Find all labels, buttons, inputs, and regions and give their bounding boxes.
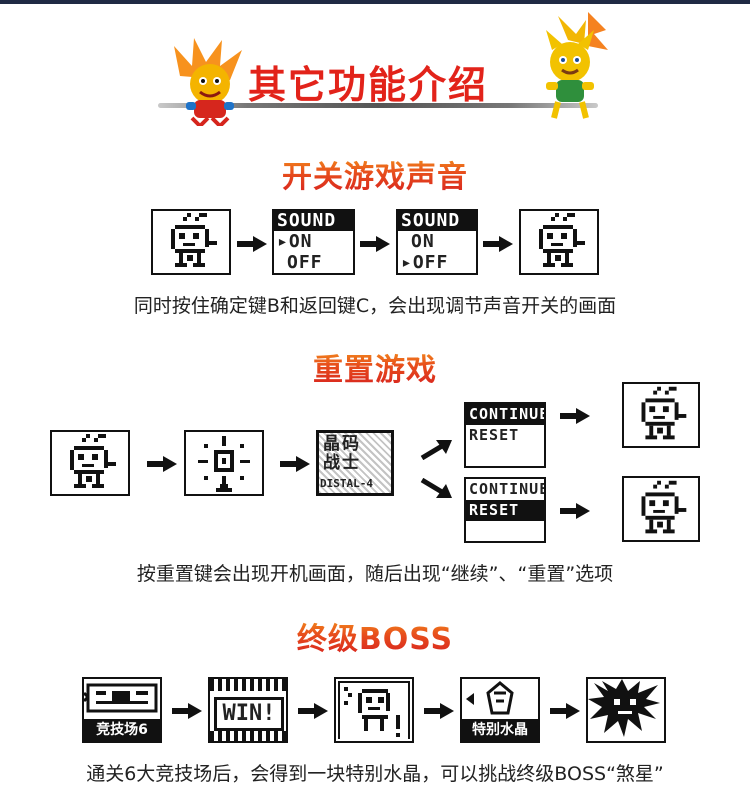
caption-sound: 同时按住确定键B和返回键C，会出现调节声音开关的画面 xyxy=(133,295,617,317)
option-continue-selected: CONTINUE xyxy=(466,404,544,425)
pet-sprite-icon xyxy=(641,386,687,440)
boot-burst-icon xyxy=(198,436,250,492)
fire-mascot-icon xyxy=(174,38,242,126)
pet-sprite-icon xyxy=(171,213,217,267)
arrow-down-right-icon xyxy=(420,478,452,498)
sound-option-on: ON xyxy=(411,231,435,252)
arrow-right-icon xyxy=(560,408,590,424)
arrow-right-icon xyxy=(560,503,590,519)
arrow-right-icon xyxy=(172,703,202,719)
crystal-icon xyxy=(466,681,514,715)
crystal-label: 特别水晶 xyxy=(462,719,538,741)
sound-menu-header: SOUND xyxy=(274,211,353,231)
section-title-sound: 开关游戏声音 xyxy=(0,152,750,196)
win-label: WIN! xyxy=(214,697,284,731)
screen-continue-selected: CONTINUE RESET xyxy=(464,402,546,468)
screen-pet-victory xyxy=(334,677,414,743)
screen-reset-selected: CONTINUE RESET xyxy=(464,477,546,543)
sound-option-on-selected: ▸ON xyxy=(277,231,313,252)
logo-title-line1: 晶码 xyxy=(323,434,361,454)
screen-game-logo: 晶码 战士 DISTAL-4 xyxy=(316,430,394,496)
screen-idle-pet-after xyxy=(519,209,599,275)
lightning-mascot-icon xyxy=(546,12,608,119)
arrow-right-icon xyxy=(237,236,267,252)
section-title-reset: 重置游戏 xyxy=(0,345,750,389)
top-rule xyxy=(0,0,750,4)
option-reset: RESET xyxy=(469,426,520,444)
arrow-right-icon xyxy=(147,456,177,472)
logo-model-label: DISTAL-4 xyxy=(320,477,373,490)
pet-sprite-icon xyxy=(539,213,585,267)
sound-menu-header: SOUND xyxy=(398,211,476,231)
pet-victory-icon xyxy=(338,681,410,739)
screen-reset-result xyxy=(622,476,700,542)
caption-boss: 通关6大竞技场后，会得到一块特别水晶，可以挑战终级BOSS“煞星” xyxy=(86,763,664,785)
screen-idle-pet xyxy=(151,209,231,275)
logo-title-line2: 战士 xyxy=(323,453,361,473)
screen-boss-shaxing xyxy=(586,677,666,743)
boss-sprite-icon xyxy=(588,679,660,737)
arena-icon xyxy=(84,683,158,713)
arrow-right-icon xyxy=(483,236,513,252)
screen-continue-result xyxy=(622,382,700,448)
screen-win: WIN! xyxy=(208,677,288,743)
option-continue: CONTINUE xyxy=(469,480,546,498)
arrow-right-icon xyxy=(360,236,390,252)
arrow-up-right-icon xyxy=(420,440,452,460)
pet-sprite-icon xyxy=(70,434,116,488)
screen-special-crystal: 特别水晶 xyxy=(460,677,540,743)
screen-sound-on: SOUND ▸ON OFF xyxy=(272,209,355,275)
screen-boot-burst xyxy=(184,430,264,496)
logo-pattern xyxy=(319,433,391,493)
win-bottom-pattern xyxy=(210,731,286,741)
caption-reset: 按重置键会出现开机画面，随后出现“继续”、“重置”选项 xyxy=(136,563,614,585)
section-title-boss: 终级BOSS xyxy=(0,614,750,658)
header-banner: 其它功能介绍 xyxy=(158,12,608,126)
arena-label: 竞技场6 xyxy=(84,719,160,741)
banner-underline xyxy=(158,103,598,108)
win-top-pattern xyxy=(210,679,286,691)
option-reset-selected: RESET xyxy=(466,500,544,521)
screen-pet-before-reset xyxy=(50,430,130,496)
pet-sprite-icon xyxy=(641,480,687,534)
screen-sound-off: SOUND ON ▸OFF xyxy=(396,209,478,275)
sound-option-off: OFF xyxy=(287,252,323,273)
arrow-right-icon xyxy=(424,703,454,719)
sound-option-off-selected: ▸OFF xyxy=(401,252,449,273)
screen-arena-6: 竞技场6 xyxy=(82,677,162,743)
arrow-right-icon xyxy=(298,703,328,719)
arrow-right-icon xyxy=(550,703,580,719)
arrow-right-icon xyxy=(280,456,310,472)
page-title: 其它功能介绍 xyxy=(248,63,489,107)
